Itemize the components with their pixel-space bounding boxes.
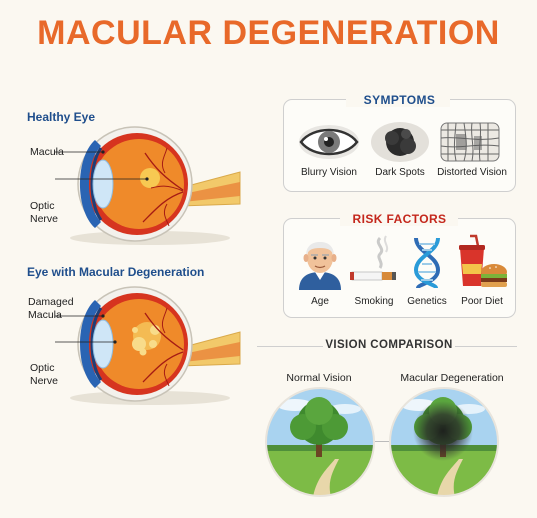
risk-label-smoking: Smoking — [354, 296, 394, 307]
risk-label-genetics: Genetics — [407, 296, 447, 307]
symptom-label-distorted: Distorted Vision — [437, 167, 507, 178]
page-title: MACULAR DEGENERATION — [37, 14, 500, 52]
eye-icon — [299, 125, 359, 159]
damaged-macula-label: Macula — [28, 309, 62, 321]
fast-food-icon — [459, 234, 507, 287]
normal-vision-label: Normal Vision — [286, 372, 352, 384]
damaged-label: Damaged — [28, 296, 74, 308]
healthy-eye-diagram — [55, 126, 241, 245]
risk-label-age: Age — [311, 296, 329, 307]
normal-vision-scene — [265, 387, 375, 497]
symptom-label-blurry: Blurry Vision — [301, 167, 357, 178]
vision-comparison-heading: VISION COMPARISON — [325, 339, 453, 351]
risk-factors-heading: RISK FACTORS — [352, 212, 447, 226]
macula-label: Macula — [30, 146, 64, 158]
symptoms-heading-text: SYMPTOMS — [363, 93, 436, 107]
distorted-grid-icon — [440, 122, 500, 162]
comparison-connector — [375, 441, 389, 442]
risk-label-poor-diet: Poor Diet — [461, 296, 503, 307]
comparison-divider-right — [455, 346, 517, 347]
risk-heading-bg — [340, 210, 458, 226]
comparison-divider-left — [257, 346, 323, 347]
cigarette-icon — [350, 235, 396, 281]
dark-spot-icon — [371, 122, 429, 162]
optic-label: Optic — [30, 200, 55, 212]
amd-nerve-label: Nerve — [30, 375, 59, 387]
amd-eye-diagram — [55, 286, 241, 405]
healthy-eye-heading: Healthy Eye — [27, 110, 96, 124]
amd-vision-label: Macular Degeneration — [400, 372, 504, 384]
symptom-label-dark-spots: Dark Spots — [375, 167, 425, 178]
dna-icon — [413, 237, 441, 290]
amd-optic-label: Optic — [30, 362, 55, 374]
symptoms-heading-bg — [346, 91, 450, 107]
elderly-man-icon — [299, 242, 341, 290]
amd-vision-scene — [389, 387, 499, 497]
nerve-label: Nerve — [30, 213, 59, 225]
amd-eye-heading: Eye with Macular Degeneration — [27, 265, 205, 279]
